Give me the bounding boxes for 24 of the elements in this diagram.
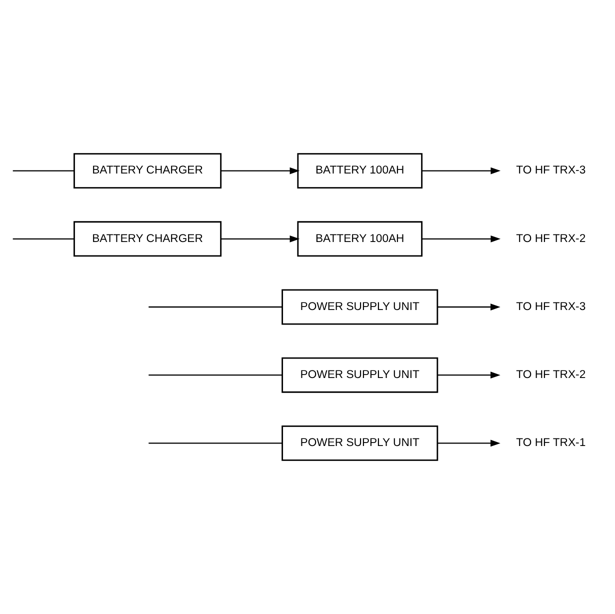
arrow <box>437 304 500 310</box>
connector <box>12 170 74 172</box>
node-text: TO HF TRX-1 <box>516 437 586 450</box>
node-text: TO HF TRX-2 <box>516 232 586 245</box>
node-box: BATTERY CHARGER <box>74 153 222 189</box>
connector <box>148 442 282 444</box>
arrow <box>220 167 300 174</box>
node-box: POWER SUPPLY UNIT <box>282 289 438 325</box>
node-box: POWER SUPPLY UNIT <box>282 357 438 393</box>
node-text: TO HF TRX-3 <box>516 300 586 313</box>
node-text: TO HF TRX-3 <box>516 164 586 177</box>
node-box: BATTERY 100AH <box>297 153 423 189</box>
arrow <box>422 235 501 242</box>
arrow <box>437 372 500 379</box>
node-box: BATTERY 100AH <box>297 221 423 257</box>
connector <box>12 238 74 240</box>
node-text: TO HF TRX-2 <box>516 369 586 382</box>
arrow <box>437 440 500 447</box>
connector <box>148 374 282 376</box>
node-box: BATTERY CHARGER <box>74 221 222 257</box>
arrow <box>422 167 501 174</box>
arrow <box>220 235 300 242</box>
node-box: POWER SUPPLY UNIT <box>282 425 438 461</box>
connector <box>148 306 282 308</box>
